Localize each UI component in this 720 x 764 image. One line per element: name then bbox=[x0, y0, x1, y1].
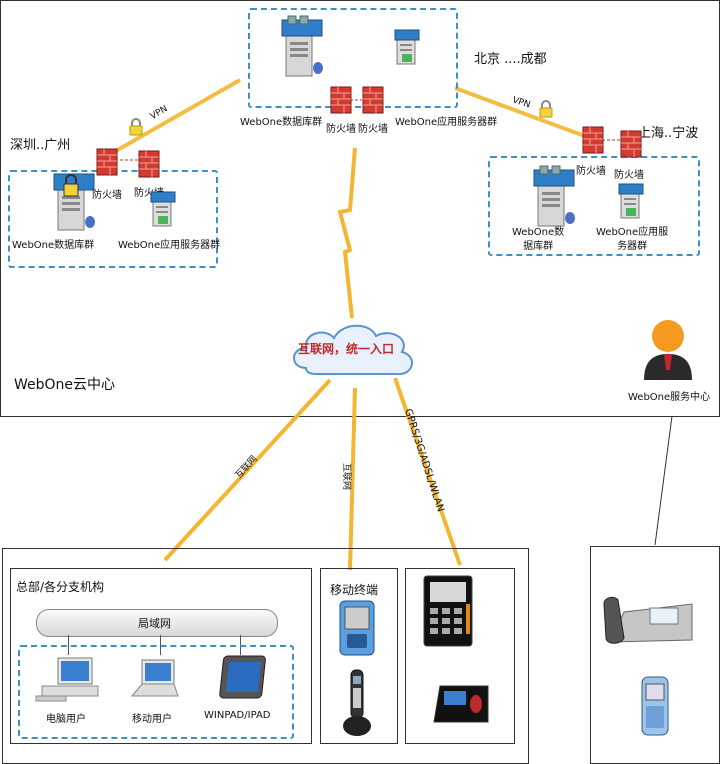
shanghai-cluster bbox=[488, 156, 700, 256]
cloud-label: 互联网，统一入口 bbox=[298, 342, 395, 356]
internet-link-left bbox=[163, 378, 332, 562]
gprs-link bbox=[393, 377, 462, 566]
mobile-user-label: 移动用户 bbox=[132, 714, 172, 725]
shenzhen-app-label: WebOne应用服务器群 bbox=[118, 240, 221, 251]
cloud-icon bbox=[293, 324, 413, 376]
lan-pipe bbox=[36, 609, 278, 637]
fingerprint-reader-icon bbox=[433, 685, 489, 723]
beijing-cluster bbox=[248, 8, 458, 108]
mobile-terminal-title: 移动终端 bbox=[330, 583, 379, 597]
pc-user-label: 电脑用户 bbox=[46, 714, 86, 725]
shanghai-firewall-label-2: 防火墙 bbox=[614, 170, 644, 181]
app-server-icon bbox=[150, 191, 176, 227]
internet-link-mid bbox=[348, 387, 357, 571]
firewall-icon bbox=[330, 86, 352, 114]
shanghai-firewall-label-1: 防火墙 bbox=[576, 166, 606, 177]
shanghai-db-label: WebOne数 据库群 bbox=[512, 227, 565, 252]
desk-phone-icon bbox=[603, 596, 693, 644]
firewall-icon bbox=[138, 150, 160, 178]
tablet-icon bbox=[219, 655, 266, 699]
attendance-terminal-icon bbox=[423, 575, 473, 647]
database-server-icon bbox=[53, 173, 95, 231]
firewall-icon bbox=[620, 130, 642, 158]
hq-title: 总部/各分支机构 bbox=[16, 580, 105, 594]
firewall-icon bbox=[362, 86, 384, 114]
shenzhen-db-label: WebOne数据库群 bbox=[12, 240, 95, 251]
database-server-icon bbox=[533, 165, 575, 227]
mobile-phone-icon bbox=[641, 676, 669, 736]
beijing-firewall-label-2: 防火墙 bbox=[358, 124, 388, 135]
pda-icon bbox=[339, 600, 375, 656]
beijing-db-label: WebOne数据库群 bbox=[240, 117, 323, 128]
laptop-icon bbox=[130, 659, 179, 697]
vpn-link-left bbox=[99, 78, 241, 162]
shenzhen-firewall-label-2: 防火墙 bbox=[134, 188, 164, 199]
shenzhen-cluster bbox=[8, 170, 218, 268]
shenzhen-firewall-label-1: 防火墙 bbox=[92, 190, 122, 201]
beijing-city: 北京 ....成都 bbox=[474, 52, 547, 67]
winpad-label: WINPAD/IPAD bbox=[204, 710, 271, 721]
devices-frame bbox=[405, 568, 515, 744]
lightning-link bbox=[337, 147, 357, 319]
internet-label-mid: 互联网 bbox=[341, 462, 352, 491]
lan-label: 局域网 bbox=[138, 617, 171, 630]
cloud-center-title: WebOne云中心 bbox=[14, 377, 116, 393]
firewall-icon bbox=[582, 126, 604, 154]
shenzhen-city: 深圳..广州 bbox=[10, 138, 71, 153]
mobile-terminal-frame bbox=[320, 568, 398, 744]
service-person-icon bbox=[644, 320, 692, 380]
database-server-icon bbox=[281, 15, 323, 77]
lock-icon bbox=[539, 100, 553, 118]
app-server-icon bbox=[618, 183, 644, 219]
shanghai-city: 上海..宁波 bbox=[638, 126, 699, 141]
lan-clients-group bbox=[18, 645, 294, 739]
service-center-label: WebOne服务中心 bbox=[628, 392, 711, 403]
beijing-firewall-label-1: 防火墙 bbox=[326, 124, 356, 135]
app-server-icon bbox=[394, 29, 420, 65]
shanghai-app-label: WebOne应用服 务器群 bbox=[596, 227, 669, 252]
beijing-app-label: WebOne应用服务器群 bbox=[395, 117, 498, 128]
firewall-icon bbox=[96, 148, 118, 176]
phone-line bbox=[654, 415, 673, 546]
lock-icon bbox=[129, 118, 143, 136]
desktop-computer-icon bbox=[35, 657, 99, 702]
cordless-phone-icon bbox=[343, 669, 371, 736]
vpn-link-right bbox=[454, 86, 591, 140]
hq-inner-frame bbox=[10, 568, 312, 744]
